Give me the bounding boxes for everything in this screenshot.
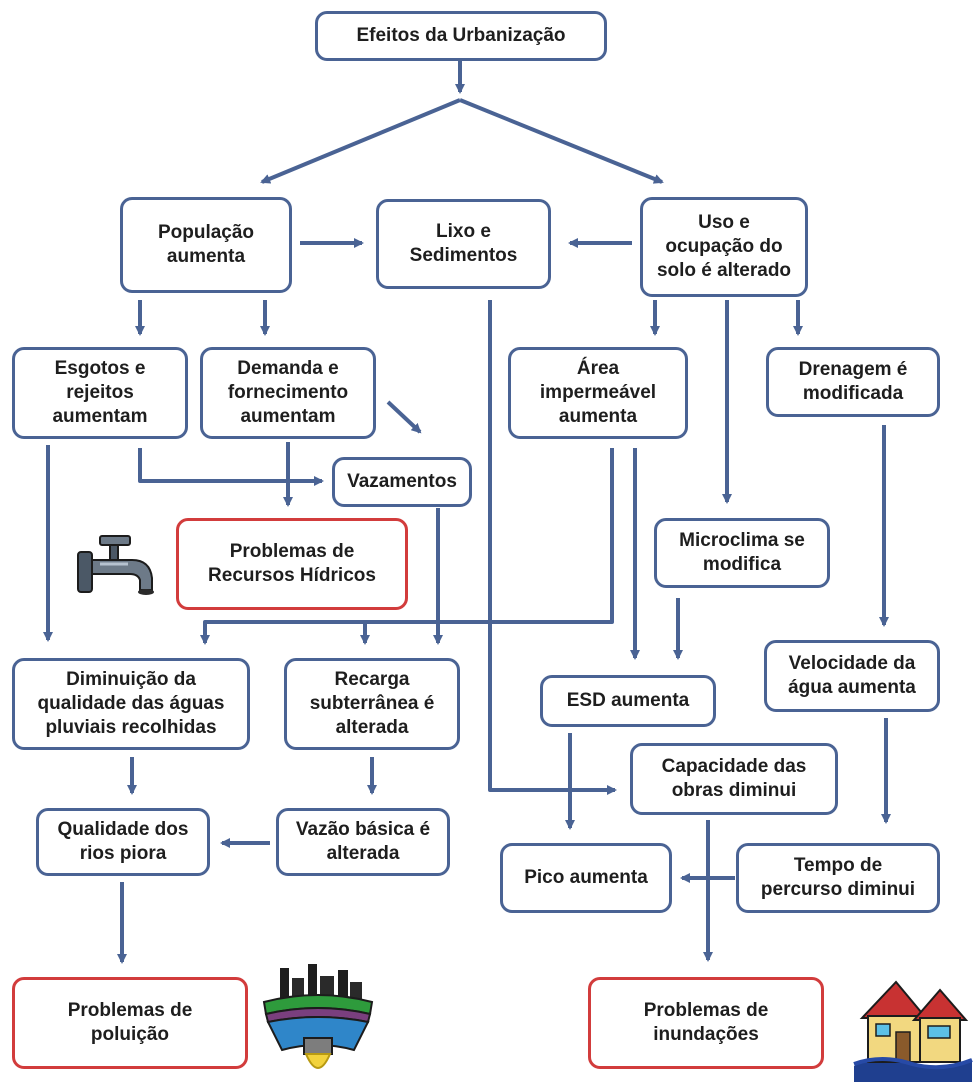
arrow-esgotos-vazamentos	[138, 448, 324, 486]
polluted-water-pipe-icon	[262, 964, 374, 1069]
node-problemas-recursos-hidricos: Problemas de Recursos Hídricos	[176, 518, 408, 610]
node-esgotos-rejeitos: Esgotos e rejeitos aumentam	[12, 347, 188, 439]
arrow-demanda-vazamentos	[386, 400, 422, 434]
node-vazao-basica: Vazão básica é alterada	[276, 808, 450, 876]
node-drenagem-modificada: Drenagem é modificada	[766, 347, 940, 417]
node-capacidade-obras: Capacidade das obras diminui	[630, 743, 838, 815]
node-efeitos-urbanizacao: Efeitos da Urbanização	[315, 11, 607, 61]
node-problemas-poluicao: Problemas de poluição	[12, 977, 248, 1069]
node-microclima: Microclima se modifica	[654, 518, 830, 588]
flooded-house-icon	[853, 980, 973, 1082]
node-lixo-sedimentos: Lixo e Sedimentos	[376, 199, 551, 289]
node-velocidade-agua: Velocidade da água aumenta	[764, 640, 940, 712]
node-populacao-aumenta: População aumenta	[120, 197, 292, 293]
arrow-lixo-capacidade	[488, 300, 617, 795]
arrow-area-diminuicao	[200, 448, 614, 645]
node-diminuicao-qualidade-aguas: Diminuição da qualidade das águas pluvia…	[12, 658, 250, 750]
arrow-split-right	[459, 98, 664, 184]
node-vazamentos: Vazamentos	[332, 457, 472, 507]
node-pico-aumenta: Pico aumenta	[500, 843, 672, 913]
node-uso-ocupacao-solo: Uso e ocupação do solo é alterado	[640, 197, 808, 297]
node-area-impermeavel: Área impermeável aumenta	[508, 347, 688, 439]
node-qualidade-rios: Qualidade dos rios piora	[36, 808, 210, 876]
node-recarga-subterranea: Recarga subterrânea é alterada	[284, 658, 460, 750]
arrow-split-left	[260, 98, 461, 184]
node-esd-aumenta: ESD aumenta	[540, 675, 716, 727]
node-problemas-inundacoes: Problemas de inundações	[588, 977, 824, 1069]
node-demanda-fornecimento: Demanda e fornecimento aumentam	[200, 347, 376, 439]
faucet-icon	[77, 535, 154, 595]
node-tempo-percurso: Tempo de percurso diminui	[736, 843, 940, 913]
